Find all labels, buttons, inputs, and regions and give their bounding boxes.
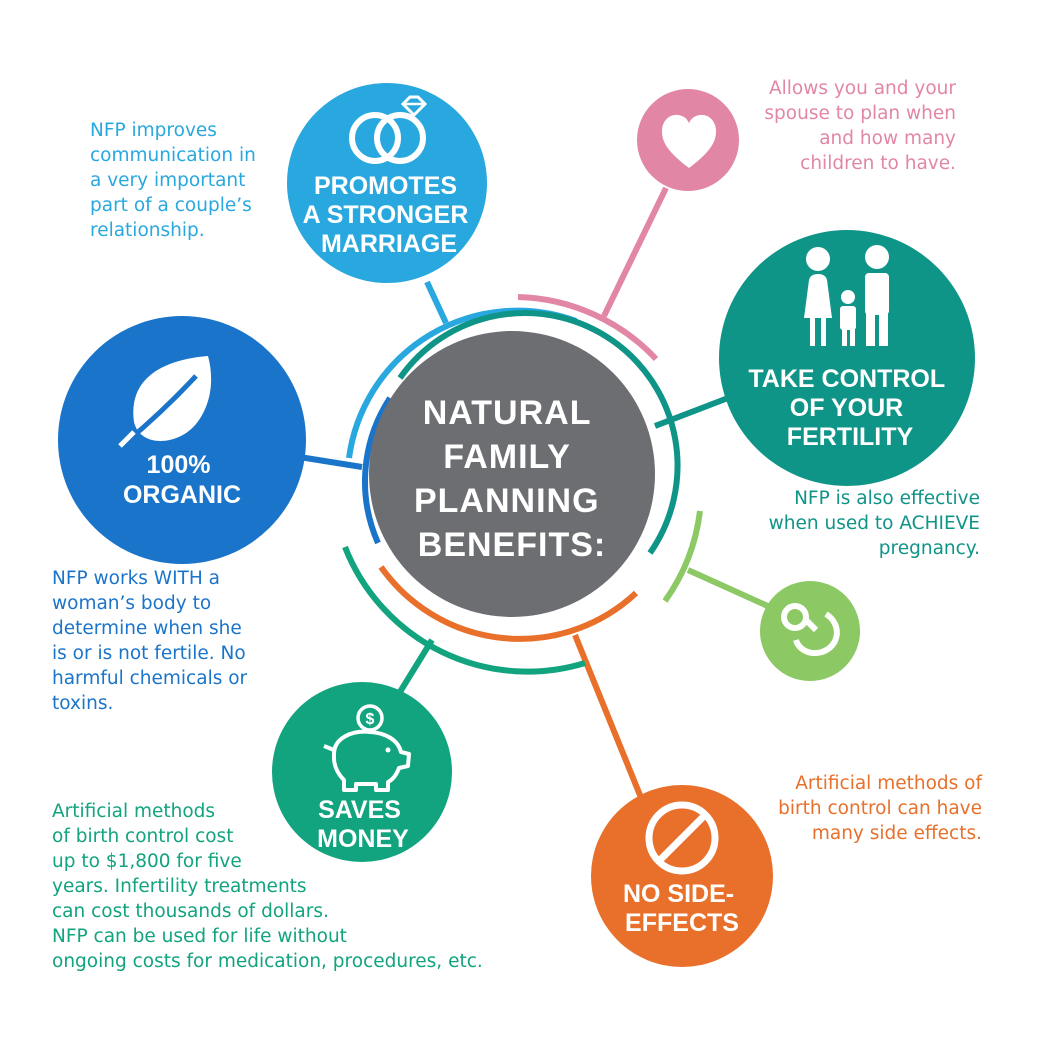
node-money: $ SAVES MONEY xyxy=(272,682,452,862)
note-side-effects: Artificial methods of birth control can … xyxy=(778,773,982,844)
connector-marriage xyxy=(424,280,449,325)
note-money: Artificial methods of birth control cost… xyxy=(52,801,483,972)
pacifier-icon xyxy=(781,603,840,656)
node-marriage: PROMOTES A STRONGER MARRIAGE xyxy=(287,83,487,283)
prohibited-icon xyxy=(645,801,719,875)
wedding-rings-icon xyxy=(349,95,428,164)
svg-text:NO SIDE- EFFECTS: NO SIDE- EFFECTS xyxy=(623,880,741,937)
svg-text:100% ORGANIC: 100% ORGANIC xyxy=(123,451,241,509)
node-organic: 100% ORGANIC xyxy=(58,316,306,564)
family-icon xyxy=(804,245,889,346)
connector-side-effects xyxy=(572,633,649,812)
piggy-bank-icon: $ xyxy=(323,704,411,792)
arc-organic xyxy=(362,396,393,545)
node-title-line: MONEY xyxy=(317,825,409,853)
node-title-line: TAKE CONTROL xyxy=(748,365,944,393)
note-marriage: NFP improves communication in a very imp… xyxy=(90,120,256,241)
connector-children xyxy=(601,186,669,318)
node-title-line: NO SIDE- xyxy=(623,880,734,908)
arc-money xyxy=(342,545,586,675)
center-title-line: BENEFITS: xyxy=(418,526,606,564)
svg-text:SAVES MONEY: SAVES MONEY xyxy=(317,796,409,853)
node-title-line: EFFECTS xyxy=(625,909,739,937)
connector-money xyxy=(392,638,435,702)
arc-side-effects xyxy=(378,565,639,642)
node-title-line: A STRONGER xyxy=(303,201,469,229)
node-fertility: TAKE CONTROL OF YOUR FERTILITY xyxy=(719,230,975,486)
svg-text:TAKE CONTROL OF YOUR: TAKE CONTROL OF YOUR FERTILITY xyxy=(748,365,951,451)
leaf-icon xyxy=(118,356,212,448)
node-children xyxy=(637,89,739,191)
svg-text:$: $ xyxy=(366,711,375,728)
note-achieve: NFP is also effective when used to ACHIE… xyxy=(768,488,980,559)
center-node: NATURAL FAMILY PLANNING BENEFITS: xyxy=(369,331,655,617)
node-title-line: ORGANIC xyxy=(123,481,241,509)
node-title-line: FERTILITY xyxy=(787,423,914,451)
connector-fertility xyxy=(653,395,730,429)
node-title-line: MARRIAGE xyxy=(321,230,457,258)
note-children: Allows you and your spouse to plan when … xyxy=(764,78,956,174)
note-organic: NFP works WITH a woman’s body to determi… xyxy=(52,568,248,714)
node-side-effects: NO SIDE- EFFECTS xyxy=(591,785,773,967)
node-title-line: 100% xyxy=(147,451,211,479)
node-title-line: OF YOUR xyxy=(790,394,903,422)
heart-icon xyxy=(662,114,716,168)
svg-text:NATURAL FAMILY PLA: NATURAL FAMILY PLANNING BENEFITS: xyxy=(414,394,610,564)
center-title-line: NATURAL xyxy=(423,394,591,432)
arc-achieve xyxy=(662,510,703,603)
node-title-line: SAVES xyxy=(318,796,401,824)
node-achieve xyxy=(760,581,860,681)
arc-fertility xyxy=(397,309,681,555)
center-title-line: PLANNING xyxy=(414,482,600,520)
arc-children xyxy=(517,294,659,362)
node-title-line: PROMOTES xyxy=(314,172,457,200)
svg-text:PROMOTES A STRONGER: PROMOTES A STRONGER MARRIAGE xyxy=(303,172,476,258)
connector-achieve xyxy=(686,567,783,615)
center-title-line: FAMILY xyxy=(443,438,570,476)
